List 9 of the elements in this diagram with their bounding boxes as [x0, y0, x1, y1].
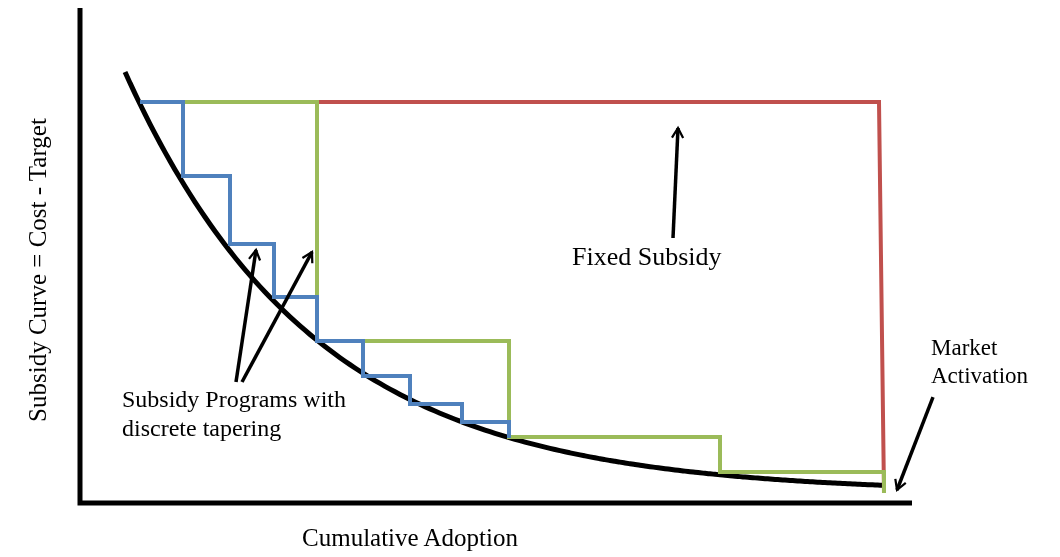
leader-arrow [234, 248, 262, 383]
callout-text: Fixed Subsidy [572, 241, 762, 273]
leader-arrow [240, 250, 314, 383]
callout-text: Subsidy Programs with discrete tapering [122, 385, 357, 443]
leader-arrow [670, 126, 685, 239]
axis-label: Subsidy Curve = Cost - Target [24, 118, 52, 422]
callout-text: Market Activation [931, 334, 1056, 390]
axis-label: Cumulative Adoption [302, 524, 518, 552]
leader-arrow [894, 396, 935, 492]
